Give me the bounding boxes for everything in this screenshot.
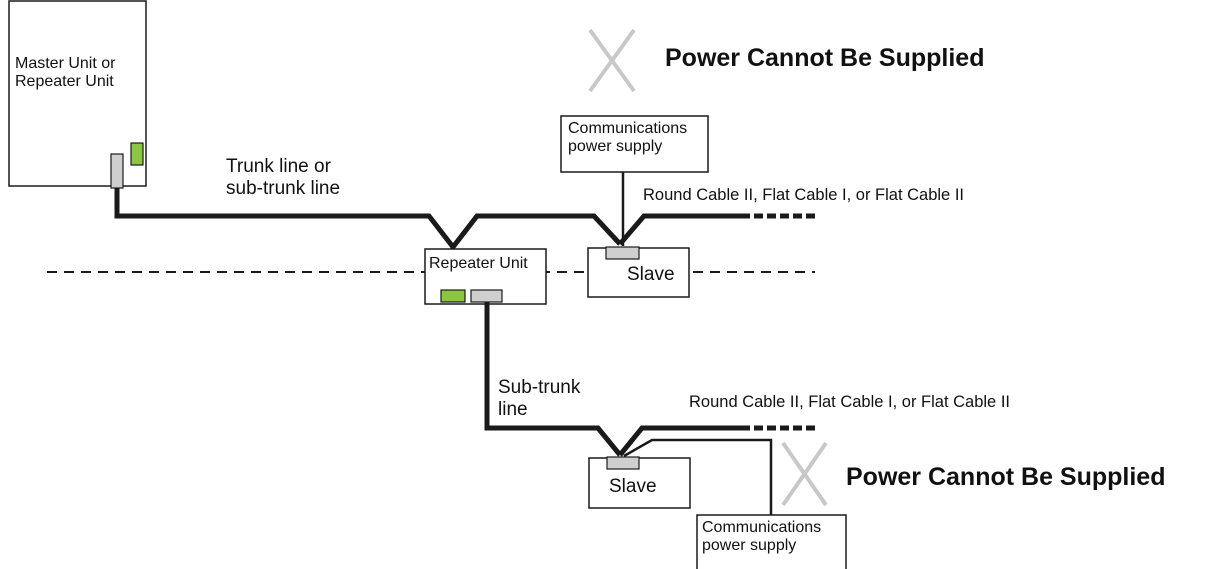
- master-connector-gray: [110, 153, 124, 189]
- bottom-power-supply-box: [696, 514, 847, 569]
- repeater-connector-green: [440, 289, 466, 303]
- trunk-line-label: Trunk line or sub-trunk line: [226, 156, 341, 199]
- trunk-line: [114, 188, 622, 252]
- repeater-connector-gray: [470, 289, 503, 303]
- master-unit-box: [8, 0, 147, 187]
- master-unit-label: Master Unit or Repeater Unit: [15, 55, 116, 91]
- top-cable-line: [618, 213, 750, 246]
- top-cross-icon: [588, 28, 636, 93]
- bottom-cable-line: [618, 425, 750, 457]
- bottom-cable-label: Round Cable II, Flat Cable I, or Flat Ca…: [689, 393, 1010, 411]
- bottom-power-supply-label: Communications power supply: [702, 519, 822, 555]
- top-cable-label: Round Cable II, Flat Cable I, or Flat Ca…: [643, 186, 964, 204]
- top-slave-box: [587, 247, 690, 298]
- sub-trunk-line-label: Sub-trunk line: [498, 377, 581, 420]
- bottom-slave-connector: [606, 456, 640, 470]
- top-power-supply-box: [560, 115, 709, 173]
- bottom-power-line: [623, 438, 773, 515]
- sub-trunk-line: [484, 302, 622, 457]
- top-warning-label: Power Cannot Be Supplied: [665, 44, 985, 72]
- top-slave-label: Slave: [627, 264, 675, 285]
- repeater-unit-label: Repeater Unit: [429, 255, 528, 272]
- bottom-warning-label: Power Cannot Be Supplied: [846, 463, 1166, 491]
- master-connector-green: [130, 142, 144, 166]
- bottom-cross-icon: [781, 441, 828, 507]
- bottom-slave-label: Slave: [609, 476, 657, 497]
- top-slave-connector: [605, 246, 640, 260]
- top-power-supply-label: Communications power supply: [568, 120, 688, 156]
